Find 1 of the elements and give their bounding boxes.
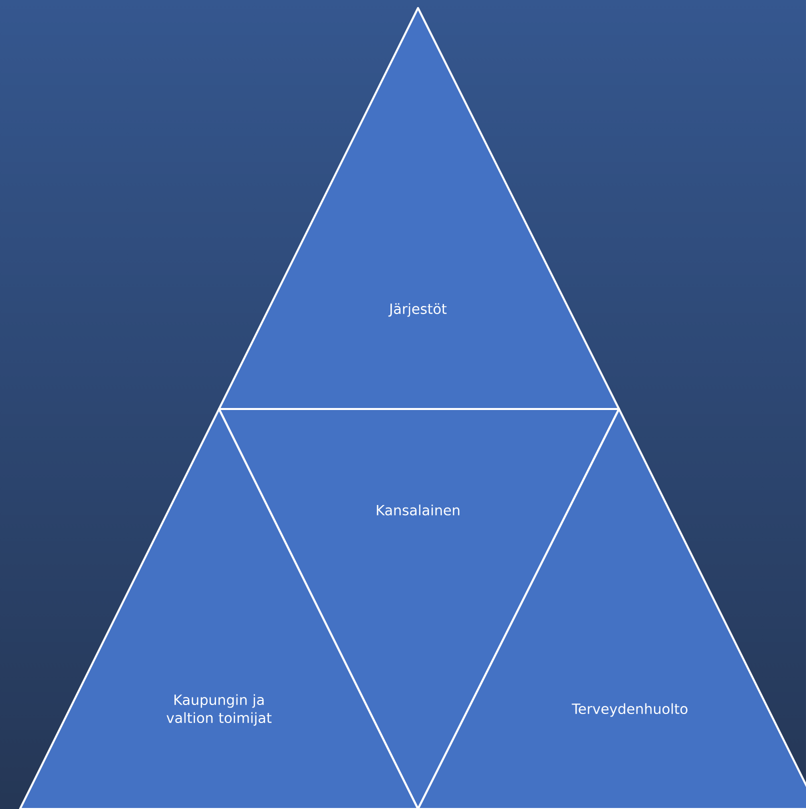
triangle: Järjestöt xyxy=(218,7,620,410)
